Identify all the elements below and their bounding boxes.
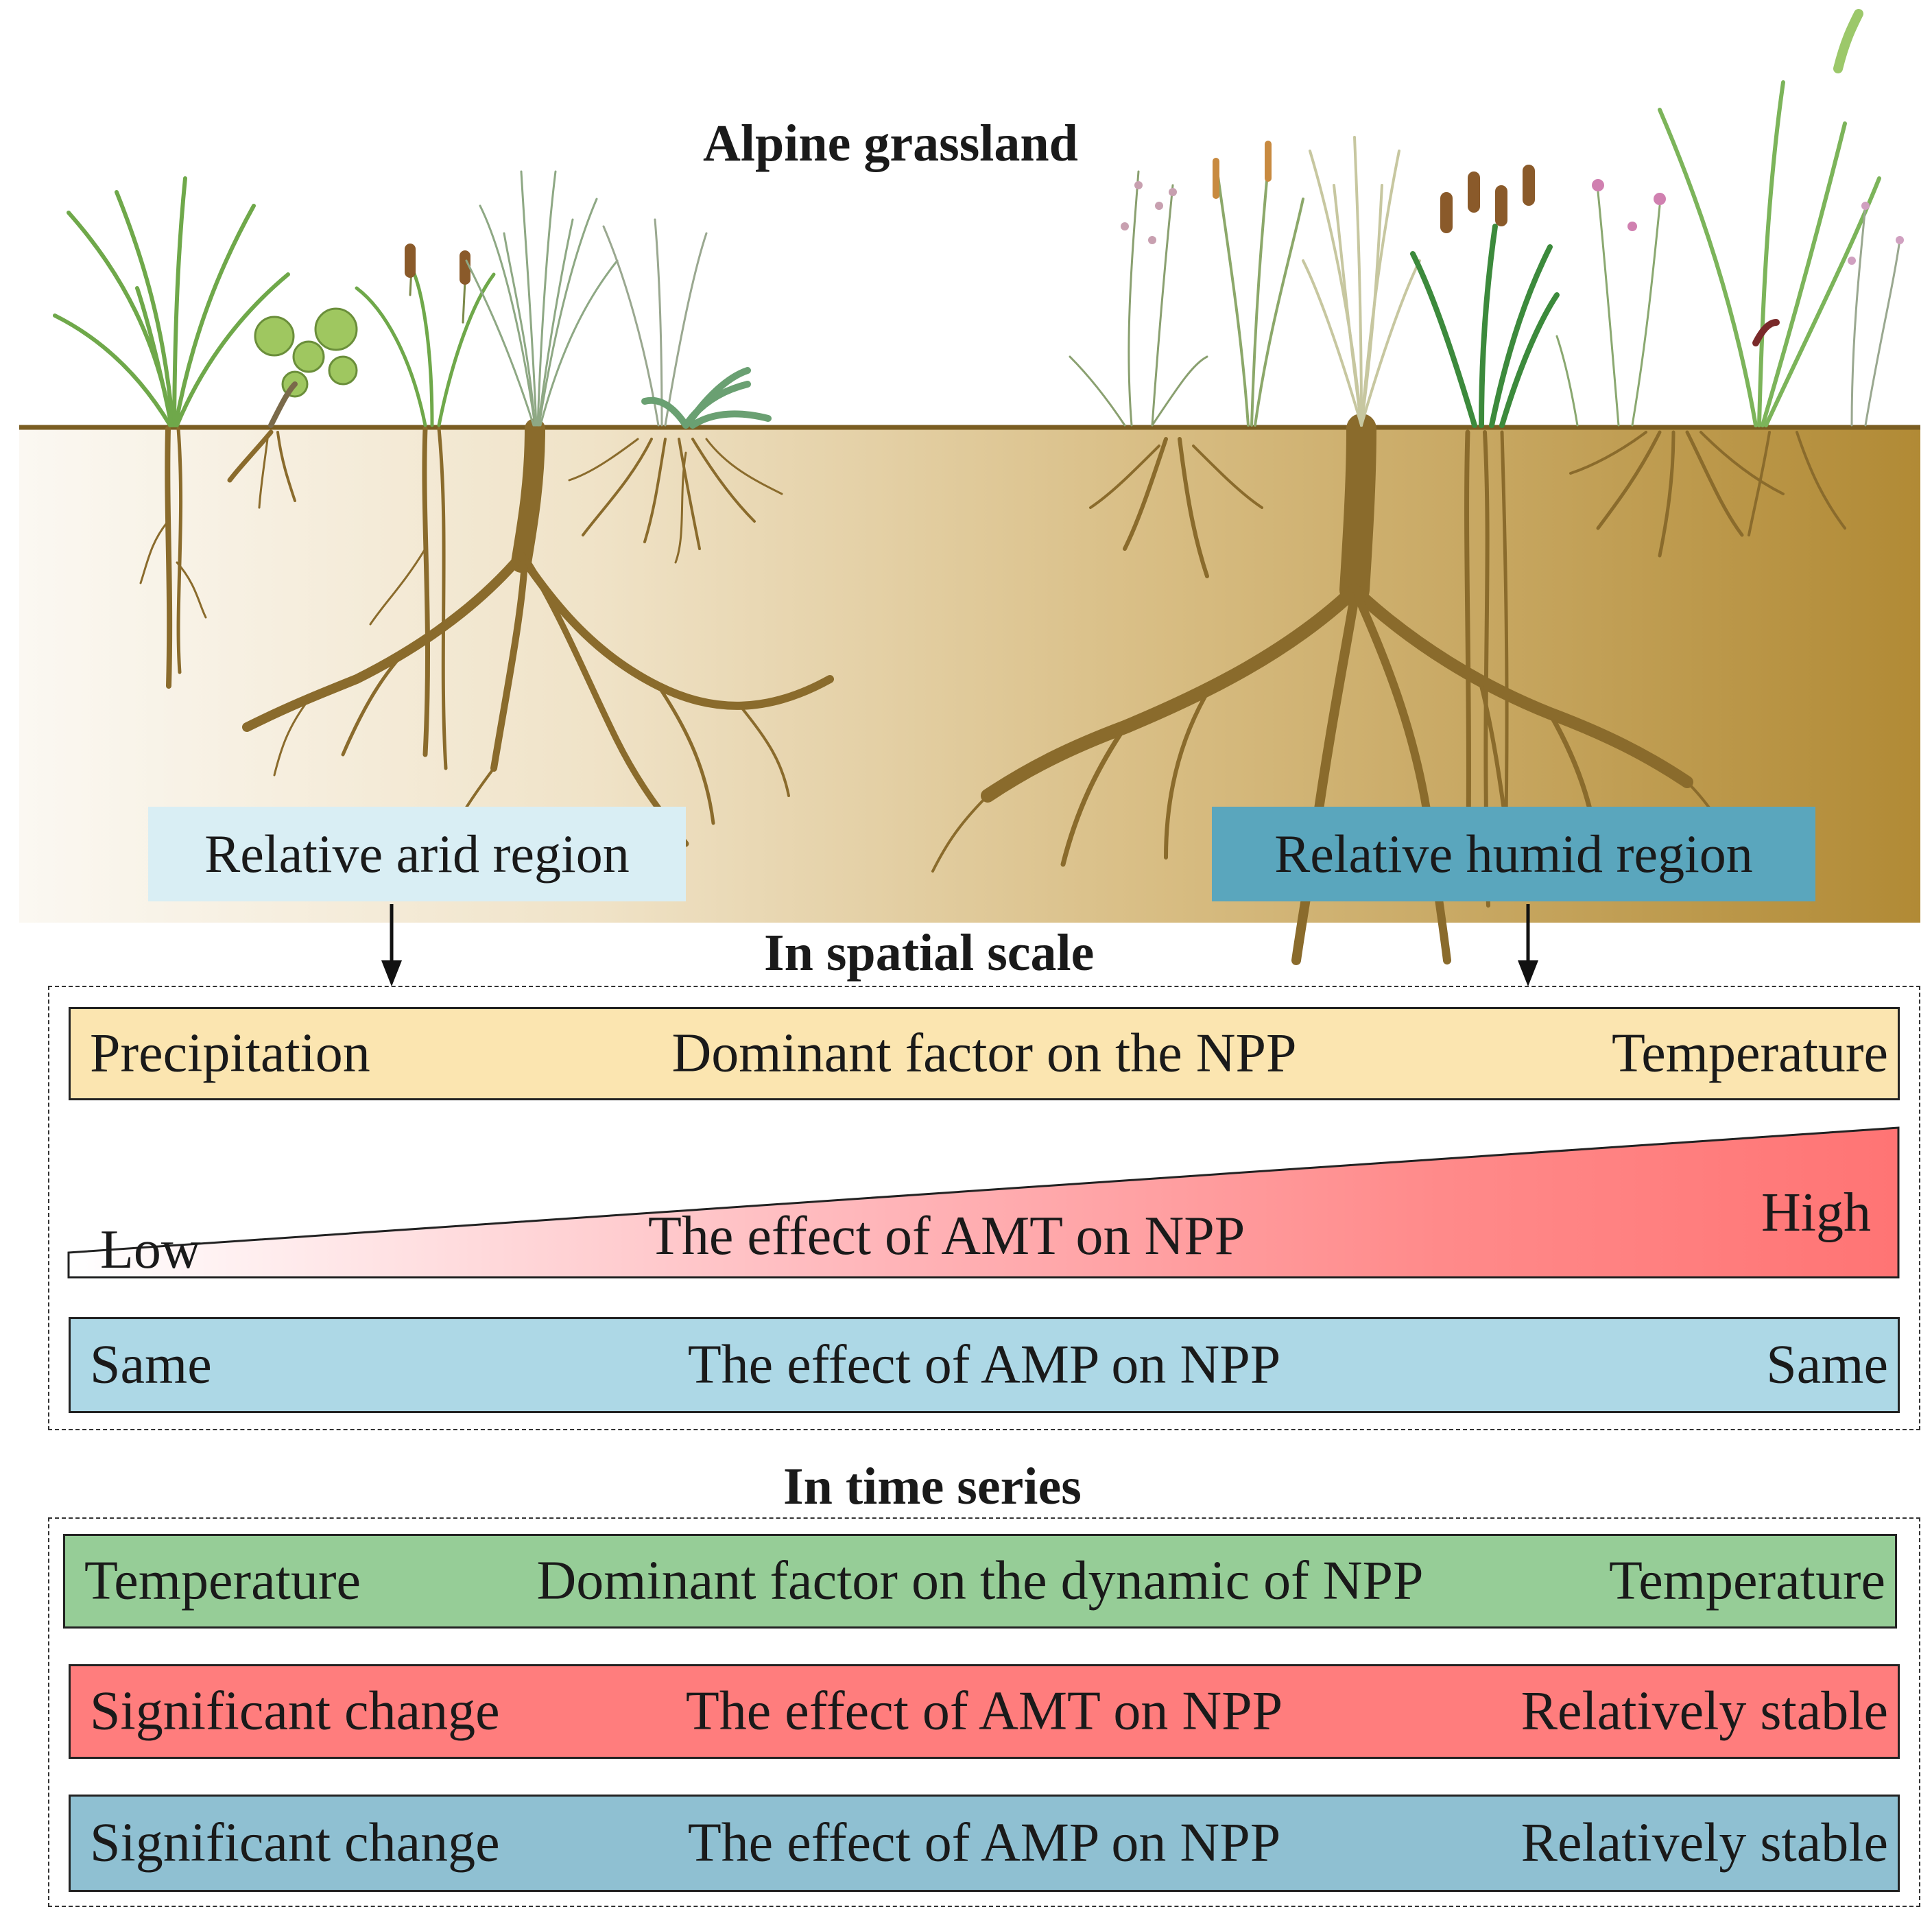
arid-plants <box>53 170 772 429</box>
time-series-heading: In time series <box>783 1458 1082 1515</box>
spatial-scale-heading: In spatial scale <box>764 924 1095 982</box>
time-amt-bar: Significant change The effect of AMT on … <box>69 1664 1900 1759</box>
arid-region-text: Relative arid region <box>204 824 630 884</box>
spatial-scale-panel <box>48 986 1920 1430</box>
spatial-amt-low: Low <box>100 1220 201 1280</box>
time-amp-bar: Significant change The effect of AMP on … <box>69 1795 1900 1892</box>
spatial-dominant-right: Temperature <box>1611 1023 1888 1084</box>
spatial-amp-bar: Same The effect of AMP on NPP Same <box>69 1317 1900 1413</box>
spatial-amp-right: Same <box>1766 1334 1888 1395</box>
spatial-dominant-left: Precipitation <box>90 1023 370 1084</box>
time-amp-left: Significant change <box>90 1812 500 1873</box>
spatial-dominant-center: Dominant factor on the NPP <box>671 1023 1297 1084</box>
time-dominant-right: Temperature <box>1608 1550 1885 1611</box>
time-dominant-center: Dominant factor on the dynamic of NPP <box>536 1550 1424 1611</box>
arrows <box>381 904 1538 986</box>
arid-arrow <box>381 904 402 986</box>
spatial-dominant-factor-bar: Precipitation Dominant factor on the NPP… <box>69 1007 1900 1100</box>
time-amt-center: The effect of AMT on NPP <box>685 1681 1283 1742</box>
time-amp-center: The effect of AMP on NPP <box>687 1812 1281 1873</box>
humid-arrow <box>1518 904 1538 986</box>
spatial-amt-center: The effect of AMT on NPP <box>648 1206 1245 1266</box>
time-amp-right: Relatively stable <box>1520 1812 1888 1873</box>
arid-region-label: Relative arid region <box>148 807 686 901</box>
humid-region-text: Relative humid region <box>1274 824 1753 884</box>
spatial-amt-high: High <box>1761 1183 1871 1243</box>
spatial-amp-left: Same <box>90 1334 212 1395</box>
humid-plants <box>1069 9 1904 428</box>
time-amt-right: Relatively stable <box>1520 1681 1888 1742</box>
time-dominant-factor-bar: Temperature Dominant factor on the dynam… <box>63 1534 1897 1629</box>
arid-roots <box>139 418 834 847</box>
illustration-title: Alpine grassland <box>703 115 1078 172</box>
time-dominant-left: Temperature <box>84 1550 361 1611</box>
spatial-amp-center: The effect of AMP on NPP <box>687 1334 1281 1395</box>
time-series-panel <box>48 1517 1920 1907</box>
spatial-amt-gradient-wedge <box>67 1126 1900 1279</box>
amt-wedge-shape <box>67 1126 1900 1279</box>
humid-region-label: Relative humid region <box>1212 807 1815 901</box>
time-amt-left: Significant change <box>90 1681 500 1742</box>
